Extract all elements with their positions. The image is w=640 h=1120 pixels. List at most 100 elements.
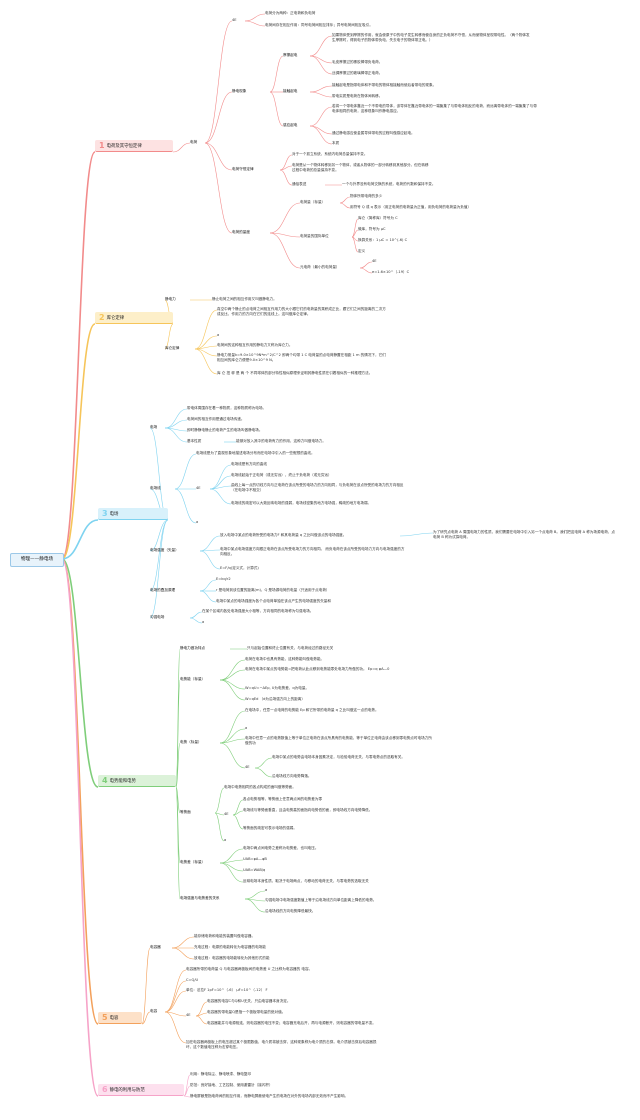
node-dianshi[interactable]: 电势（标量） — [180, 740, 202, 744]
connector — [219, 862, 244, 872]
node-liang[interactable]: 电荷的量度 — [232, 230, 250, 234]
connector — [171, 936, 195, 949]
node-kulun[interactable]: 库仑定律 — [165, 346, 180, 350]
connector — [232, 799, 244, 816]
text: a — [217, 333, 220, 337]
text: 曲线上每一点的切线方向与正电荷在该点所受的电场力的方向相同，与负电荷在该点所受的… — [231, 483, 404, 492]
text: W=qEd （d为沿场强方向上的距离） — [245, 697, 305, 701]
text: 如果物体受到摩擦的作用，就会使原子中的电子发生转移而使自身的正负电荷不守恒，从而… — [332, 33, 530, 42]
node-dianrong[interactable]: 电容 — [150, 1009, 158, 1013]
connector — [219, 738, 246, 744]
connector — [219, 862, 244, 883]
node-dianhe[interactable]: 电荷 — [190, 140, 198, 144]
node-tedian[interactable]: 静电力做功特点 — [180, 646, 206, 650]
text: 接触起电是指带电体和不带电的物体相接触而使后者带电的现象。 — [332, 83, 437, 87]
node-ganying[interactable]: 感应起电 — [283, 123, 298, 127]
connector — [164, 1011, 187, 1044]
connector — [399, 532, 434, 537]
text: 能存储电荷和电能的装置叫做电容器。 — [194, 934, 256, 938]
node-guanxi[interactable]: 电场强度与电势差的关系 — [180, 896, 220, 900]
node-diejia[interactable]: 电场的叠加原理 — [150, 588, 176, 592]
text: 带电体周围存在着一种物质，这种物质称为电场。 — [187, 406, 267, 410]
node-jingdianli[interactable]: 静电力 — [165, 297, 176, 301]
connector — [195, 1015, 208, 1025]
node-jiben[interactable]: 基本性质 — [187, 439, 202, 443]
connector — [244, 890, 266, 900]
connector — [309, 91, 333, 98]
node-mocha[interactable]: 摩擦起电 — [283, 53, 298, 57]
connector — [204, 142, 233, 234]
text: 对于一个孤立系统，系统内电荷总量保持不变。 — [292, 152, 368, 156]
text: 电场中任意一点的电势数值上等于单位正电荷在该点所具有的电势能，等于单位正电荷由该… — [245, 736, 432, 745]
text: 在电场中，任意一点电荷的电势能 Ep 和它所带的电荷量 q 之比叫做这一点的电势… — [245, 708, 379, 712]
connector — [214, 812, 225, 842]
branch-number: 6 — [102, 1085, 108, 1094]
node-yi[interactable]: 4E — [232, 18, 237, 22]
node-danwei[interactable]: 电荷量的国际单位 — [300, 234, 329, 238]
node-jiechu[interactable]: 接触起电 — [283, 89, 298, 93]
node-dianheliang[interactable]: 电荷量（标量） — [300, 200, 326, 204]
connector — [214, 812, 225, 816]
node-tongchang[interactable]: 通俗表述 — [292, 182, 307, 186]
text: 反映电场本身性质，取决于电场两点，与移动的电荷无关，与零电势的选取无关 — [243, 879, 369, 883]
text: 换算关系：1 μC = 10^(-6) C — [358, 238, 408, 242]
connector — [175, 679, 181, 788]
connector — [359, 261, 373, 269]
connector — [214, 787, 225, 814]
connector — [219, 848, 244, 864]
connector — [339, 196, 351, 204]
text: 在某个区域内各处电场强度大小相等，方向相同的电场称为匀强电场。 — [202, 609, 314, 613]
branch-number: 4 — [102, 776, 108, 785]
text: 电场线起始于正电荷（或无穷远），终止于负电荷（或无穷远） — [231, 473, 332, 477]
connector — [219, 728, 246, 744]
connector — [164, 427, 188, 443]
node-shicha[interactable]: 电势差（标量） — [180, 860, 206, 864]
node-yunqiang[interactable]: 匀强电场 — [150, 615, 165, 619]
text: 电容器能并与电源相连，则电容器的电压不变；电容器充电后开，再与电源断开，则电容器… — [207, 1021, 376, 1025]
node-dianchang[interactable]: 电场 — [150, 425, 158, 429]
connector — [209, 464, 232, 490]
connector — [219, 742, 246, 769]
node-rongqi[interactable]: 电容器 — [150, 945, 161, 949]
node-qiangdu[interactable]: 电场强度（矢量） — [150, 548, 179, 552]
text: 电容器所带的电荷量 Q 与电容器两极板间的电势差 U 之比称为电容器的 电容。 — [186, 967, 313, 971]
connector — [219, 710, 246, 744]
connector — [269, 202, 301, 234]
connector — [219, 679, 246, 701]
connector — [219, 659, 246, 681]
text: 电容器的带电量Q是指一个极板带电量的绝对值。 — [207, 1010, 286, 1014]
connector — [244, 13, 266, 22]
connector — [254, 767, 273, 778]
text: r 是电荷到该位置的距离(m)，Q 是场源电荷的电量（只适用于点电荷） — [216, 588, 330, 592]
node-dengshi[interactable]: 等势面 — [180, 810, 191, 814]
node-jingdian[interactable]: 静电现象 — [232, 89, 247, 93]
root-node[interactable]: 物理——静电场 — [10, 553, 64, 567]
connector — [149, 519, 169, 592]
node-shineng[interactable]: 电势能（标量） — [180, 677, 206, 681]
node-xian[interactable]: 电场线 — [150, 486, 161, 490]
connector — [175, 786, 181, 900]
text: 4E — [372, 259, 377, 263]
connector — [141, 947, 151, 1025]
text: 物体所带电荷的多少 — [350, 194, 383, 198]
branch-number: 2 — [99, 313, 105, 322]
branch-label: 电场 — [109, 512, 119, 517]
text: 电荷在电场中也具有势能，这种势能叫做电势能。 — [245, 657, 325, 661]
text: 静电力常量k=9.0×10^9N*m^2/C^2 即两个均带 1 C 电荷量的点… — [217, 353, 386, 362]
text: 丝绸摩擦过的玻璃棒带正电荷。 — [332, 71, 383, 75]
connector — [199, 535, 221, 552]
node-shouheng[interactable]: 电荷守恒定律 — [232, 167, 254, 171]
node-yuan[interactable]: 元电荷（最小的电荷量） — [300, 265, 340, 269]
connector — [141, 1011, 151, 1025]
connector — [351, 218, 359, 238]
text: 充电过程：电源的电能转化为电容器的电场能 — [194, 945, 266, 949]
text: C=Q/U — [186, 978, 199, 982]
connector — [339, 202, 351, 209]
connector — [61, 519, 99, 560]
